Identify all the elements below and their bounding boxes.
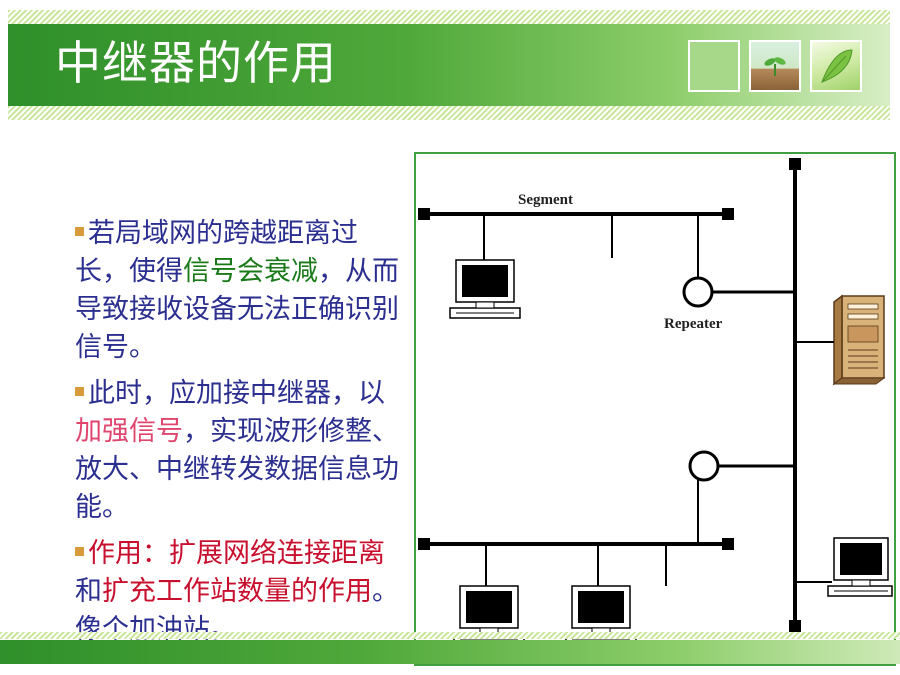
backbone-terminator-top	[789, 158, 801, 170]
computer-icon	[453, 585, 525, 645]
title-bar	[8, 24, 890, 106]
bullet-text-highlight: 作用：扩展网络连接距离	[88, 538, 385, 569]
top-decor-stripe	[8, 10, 890, 24]
repeater-top-icon	[682, 276, 714, 308]
bullet-item: 若局域网的跨越距离过长，使得信号会衰减，从而导致接收设备无法正确识别信号。	[75, 215, 405, 367]
network-diagram-frame	[414, 152, 896, 666]
bottom-bar	[0, 640, 900, 664]
bullet-text: ，实现波形修整、放大、中继转发数据信息功能。	[75, 416, 399, 523]
bullet-text-highlight: 信号会衰减	[183, 256, 318, 287]
sprout-photo-thumbnail	[749, 40, 801, 92]
bullet-list: 若局域网的跨越距离过长，使得信号会衰减，从而导致接收设备无法正确识别信号。 此时…	[75, 215, 405, 657]
bullet-text-highlight: 扩充工作站数量的作用	[102, 576, 372, 607]
slide-title: 中继器的作用	[55, 36, 337, 90]
leaf-icon	[821, 49, 853, 83]
bullet-marker-icon	[75, 547, 84, 556]
computer-icon	[565, 585, 637, 645]
bullet-marker-icon	[75, 227, 84, 236]
green-square-thumbnail	[688, 40, 740, 92]
bullet-text-highlight: 加强信号	[75, 416, 183, 447]
bullet-marker-icon	[75, 387, 84, 396]
segment-label: Segment	[518, 192, 573, 208]
top-segment-terminator-left	[418, 208, 430, 220]
repeater-label: Repeater	[664, 316, 723, 332]
bullet-text: 若局域网的跨越距离过长，使得	[75, 218, 358, 287]
bullet-text: 和	[75, 576, 102, 607]
computer-icon	[449, 259, 521, 319]
bullet-text: 此时，应加接中继器，以	[88, 378, 385, 409]
bullet-text: ，从而导致接收设备无法正确识别信号。	[75, 256, 399, 363]
bottom-segment-terminator-left	[418, 538, 430, 550]
computer-icon	[827, 537, 893, 597]
repeater-network-diagram: Segment Repeater	[418, 158, 893, 645]
repeater-bottom-icon	[688, 450, 720, 482]
sprout-icon	[764, 57, 786, 76]
leaf-photo-thumbnail	[810, 40, 862, 92]
bullet-item: 此时，应加接中继器，以加强信号，实现波形修整、放大、中继转发数据信息功能。	[75, 375, 405, 527]
server-icon	[832, 294, 886, 386]
bullet-text: 。像个加油站。	[75, 576, 399, 645]
top-segment-terminator-right	[722, 208, 734, 220]
bullet-item: 作用：扩展网络连接距离和扩充工作站数量的作用。像个加油站。	[75, 535, 405, 649]
bottom-segment-terminator-right	[722, 538, 734, 550]
backbone-terminator-bottom	[789, 620, 801, 632]
title-decor-stripe	[8, 106, 890, 120]
bottom-decor-stripe	[0, 632, 900, 639]
